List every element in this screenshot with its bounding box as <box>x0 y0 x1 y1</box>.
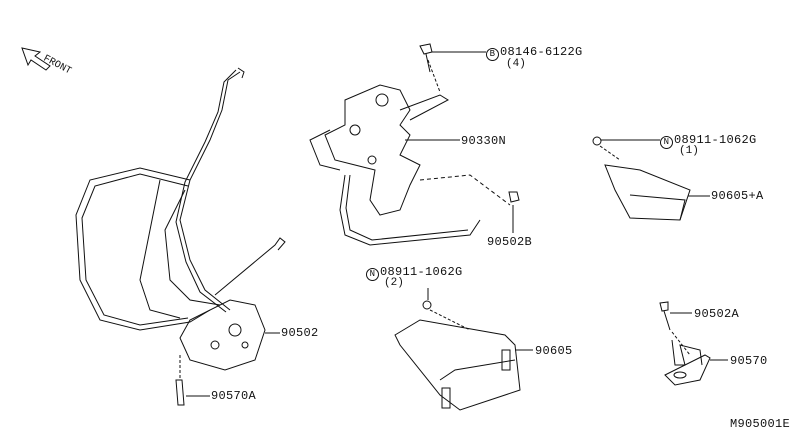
n-symbol-icon: N <box>366 268 379 281</box>
part-number: 08146-6122G <box>500 45 583 59</box>
callout-lock-assembly: 90330N <box>461 134 507 148</box>
quantity: (4) <box>506 58 526 70</box>
b-symbol-icon: B <box>486 48 499 61</box>
quantity: (1) <box>679 145 699 157</box>
part-number: 08911-1062G <box>380 265 463 279</box>
lock-assembly-shape <box>309 43 520 246</box>
diagram-code: M905001E <box>730 417 791 431</box>
quantity: (2) <box>384 277 404 289</box>
latch-shape <box>175 299 280 406</box>
handle-right-shape <box>592 136 710 221</box>
callout-striker-bolt: 90502A <box>694 307 740 321</box>
callout-handle-right: 90605+A <box>711 189 764 203</box>
striker-shape <box>659 301 728 386</box>
handle-lower-shape <box>394 288 533 411</box>
part-number: 08911-1062G <box>674 133 757 147</box>
callout-latch: 90502 <box>281 326 319 340</box>
cable-assembly <box>75 67 286 331</box>
n-symbol-icon: N <box>660 136 673 149</box>
callout-latch-bolt: 90570A <box>211 389 257 403</box>
callout-handle-lower: 90605 <box>535 344 573 358</box>
callout-striker: 90570 <box>730 354 768 368</box>
callout-nut-mid: 90502B <box>487 235 533 249</box>
front-arrow-icon <box>21 47 51 71</box>
